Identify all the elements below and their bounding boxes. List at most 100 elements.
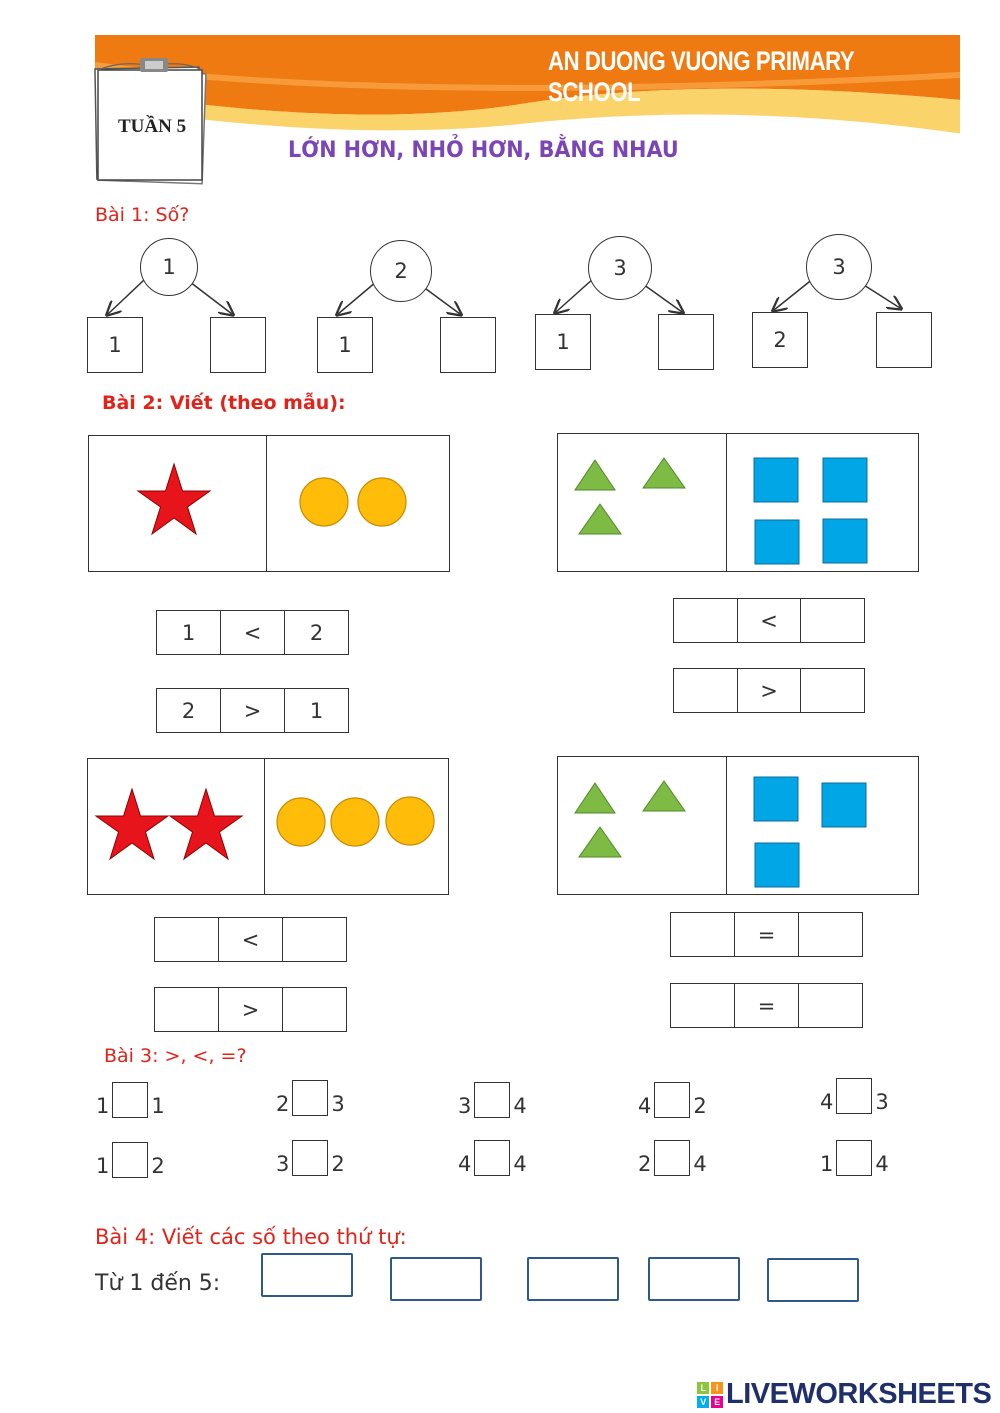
page-title: LỚN HƠN, NHỎ HƠN, BẰNG NHAU — [288, 138, 679, 163]
circle-icon — [276, 797, 326, 847]
bai2-picture-panel — [88, 435, 450, 572]
bai3-left-number: 1 — [96, 1154, 110, 1178]
bai3-right-number: 4 — [875, 1152, 889, 1176]
triangle-icon — [642, 780, 686, 812]
answer-cell[interactable] — [671, 913, 735, 956]
bai2-compare-row: < — [673, 598, 865, 643]
bai3-answer-box[interactable] — [836, 1078, 873, 1114]
compare-sign: < — [738, 599, 802, 642]
bai3-left-number: 1 — [96, 1094, 110, 1118]
bai3-item: 1 2 — [96, 1142, 165, 1178]
bai3-item: 2 4 — [638, 1140, 707, 1176]
bai3-left-number: 4 — [638, 1094, 652, 1118]
answer-cell[interactable] — [674, 599, 738, 642]
square-icon — [822, 518, 868, 564]
answer-cell[interactable] — [801, 669, 864, 712]
compare-cell: 2 — [309, 620, 324, 645]
bai3-item: 3 4 — [458, 1082, 527, 1118]
bai1-answer-box[interactable] — [440, 317, 496, 373]
compare-cell: 2 — [157, 689, 221, 732]
circle-icon — [357, 477, 407, 527]
bai4-heading: Bài 4: Viết các số theo thứ tự: — [95, 1225, 407, 1249]
bai1-top-number: 3 — [806, 234, 872, 300]
star-icon — [168, 787, 244, 861]
bai3-answer-box[interactable] — [112, 1142, 149, 1178]
bai3-answer-box[interactable] — [112, 1082, 149, 1118]
bai3-item: 4 2 — [638, 1082, 707, 1118]
bai3-answer-box[interactable] — [654, 1082, 691, 1118]
bai1-left-box: 1 — [317, 317, 373, 373]
bai4-label: Từ 1 đến 5: — [95, 1271, 221, 1296]
bai2-compare-row: < — [154, 917, 347, 962]
answer-cell[interactable] — [155, 988, 219, 1031]
square-icon — [822, 457, 868, 503]
bai3-answer-box[interactable] — [836, 1140, 873, 1176]
star-icon — [136, 462, 212, 536]
bai3-item: 2 3 — [276, 1080, 345, 1116]
week-label: TUẦN 5 — [118, 116, 187, 137]
bai1-left-box: 1 — [87, 317, 143, 373]
triangle-icon — [578, 503, 622, 535]
answer-cell[interactable] — [799, 913, 862, 956]
square-icon — [821, 782, 867, 828]
note-paper-icon — [94, 58, 207, 185]
answer-cell[interactable] — [283, 918, 346, 961]
answer-cell[interactable] — [799, 984, 862, 1027]
answer-cell[interactable] — [671, 984, 735, 1027]
bai3-left-number: 3 — [276, 1152, 290, 1176]
bai3-right-number: 4 — [513, 1094, 527, 1118]
triangle-icon — [642, 457, 686, 489]
bai2-picture-panel — [557, 756, 919, 895]
bai3-item: 3 2 — [276, 1140, 345, 1176]
bai1-left-box: 2 — [752, 312, 808, 368]
bai3-answer-box[interactable] — [474, 1082, 511, 1118]
bai2-compare-row: 2 > 1 — [156, 688, 349, 733]
bai1-answer-box[interactable] — [876, 312, 932, 368]
answer-cell[interactable] — [801, 599, 864, 642]
order-answer-box[interactable] — [390, 1257, 482, 1301]
bai1-answer-box[interactable] — [210, 317, 266, 373]
bai1-answer-box[interactable] — [658, 314, 714, 370]
square-icon — [753, 457, 799, 503]
bai3-right-number: 2 — [151, 1154, 165, 1178]
star-icon — [94, 787, 170, 861]
compare-sign: > — [219, 988, 283, 1031]
bai3-answer-box[interactable] — [654, 1140, 691, 1176]
circle-icon — [385, 796, 435, 846]
bai2-compare-row: = — [670, 983, 863, 1028]
answer-cell[interactable] — [674, 669, 738, 712]
answer-cell[interactable] — [283, 988, 346, 1031]
order-answer-box[interactable] — [767, 1258, 859, 1302]
compare-sign: < — [219, 918, 283, 961]
compare-sign: < — [221, 611, 285, 654]
compare-sign: = — [735, 984, 799, 1027]
triangle-icon — [574, 459, 616, 491]
order-answer-box[interactable] — [648, 1257, 740, 1301]
bai3-right-number: 1 — [151, 1094, 165, 1118]
bai3-heading: Bài 3: >, <, =? — [104, 1045, 247, 1067]
bai3-left-number: 4 — [820, 1090, 834, 1114]
order-answer-box[interactable] — [527, 1257, 619, 1301]
order-answer-box[interactable] — [261, 1253, 353, 1297]
bai3-right-number: 2 — [331, 1152, 345, 1176]
bai3-item: 4 4 — [458, 1140, 527, 1176]
compare-cell: 1 — [157, 611, 221, 654]
bai2-compare-row: = — [670, 912, 863, 957]
bai2-picture-panel — [87, 758, 449, 895]
bai3-answer-box[interactable] — [292, 1140, 329, 1176]
bai3-item: 1 4 — [820, 1140, 889, 1176]
compare-sign: > — [221, 689, 285, 732]
compare-sign: = — [735, 913, 799, 956]
bai3-left-number: 2 — [638, 1152, 652, 1176]
bai3-item: 1 1 — [96, 1082, 165, 1118]
bai3-answer-box[interactable] — [292, 1080, 329, 1116]
bai2-picture-panel — [557, 433, 919, 572]
bai3-left-number: 2 — [276, 1092, 290, 1116]
school-name: AN DUONG VUONG PRIMARY SCHOOL — [548, 46, 854, 107]
triangle-icon — [574, 782, 616, 814]
bai3-right-number: 2 — [693, 1094, 707, 1118]
square-icon — [754, 842, 800, 888]
bai2-compare-row: > — [154, 987, 347, 1032]
bai3-answer-box[interactable] — [474, 1140, 511, 1176]
answer-cell[interactable] — [155, 918, 219, 961]
